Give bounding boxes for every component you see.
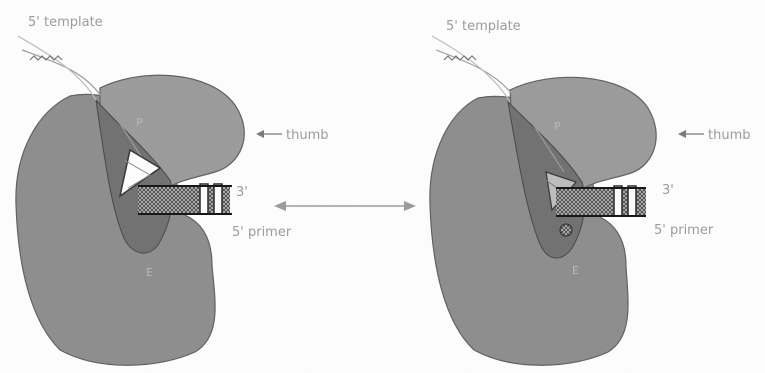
- grain-overlay: [0, 0, 765, 373]
- polymerase-diagram: 5' template thumb P 3' 5' primer E 5' te…: [0, 0, 765, 373]
